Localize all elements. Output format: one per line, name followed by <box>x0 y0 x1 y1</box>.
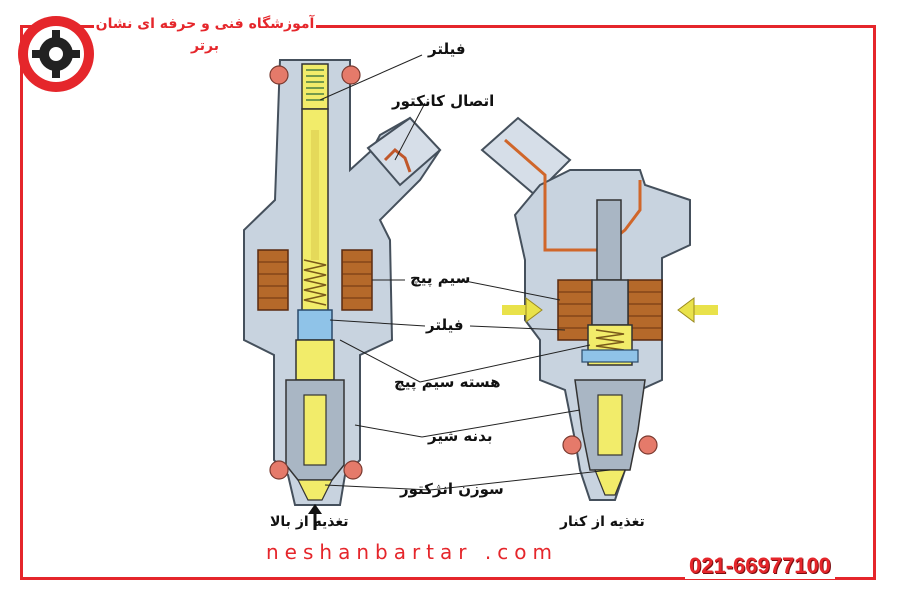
top-feed-injector <box>243 59 442 530</box>
label-valve-body: بدنه شیر <box>428 427 493 445</box>
label-coil-core: هسته سیم پیچ <box>394 373 501 391</box>
gear-logo-icon <box>18 16 94 92</box>
label-filter-mid: فیلتر <box>426 316 464 334</box>
caption-top-feed: تغذیه از بالا <box>270 514 349 530</box>
page-frame <box>20 25 876 580</box>
label-connector: اتصال کانکتور <box>392 92 495 110</box>
label-filter-top: فیلتر <box>428 40 466 58</box>
label-injector-needle: سوزن انژکتور <box>400 480 504 498</box>
side-feed-injector <box>480 116 718 501</box>
brand-title: آموزشگاه فنی و حرفه ای نشان برتر <box>94 13 316 54</box>
website-url: neshanbartar .com <box>266 540 558 564</box>
caption-side-feed: تغذیه از کنار <box>560 514 645 530</box>
label-coil: سیم پیچ <box>410 269 471 287</box>
phone-number: 021-66977100 <box>685 553 835 579</box>
